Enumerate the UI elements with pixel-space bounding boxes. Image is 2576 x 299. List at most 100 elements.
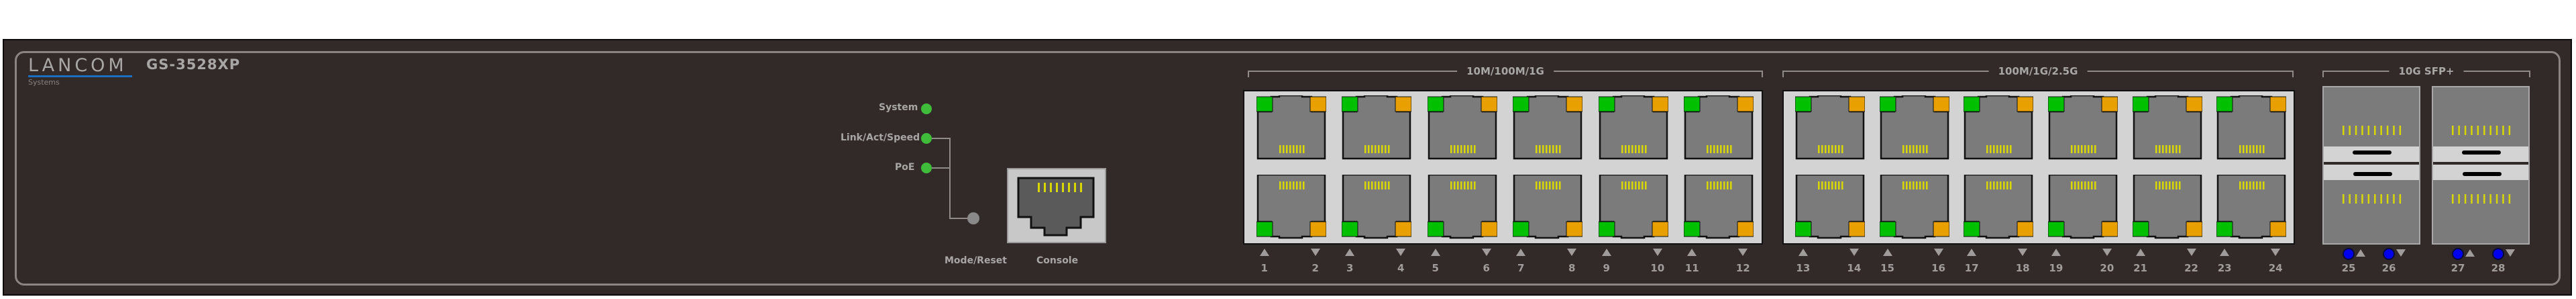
link-act-speed-led[interactable] <box>921 133 932 144</box>
activity-led <box>2269 96 2287 112</box>
rj45-jack-icon <box>1879 173 1949 239</box>
ethernet-port-20[interactable] <box>2047 173 2118 239</box>
brand-subtitle: Systems <box>28 78 60 87</box>
port-block-2 <box>1782 90 2295 245</box>
arrow-down-icon <box>1481 249 1491 256</box>
port-number: 12 <box>1735 262 1750 274</box>
arrow-up-icon <box>2356 249 2365 257</box>
mode-wire <box>949 218 968 219</box>
activity-led <box>1395 221 1412 237</box>
ethernet-port-21[interactable] <box>2132 94 2202 160</box>
arrow-down-icon <box>1652 249 1662 256</box>
ethernet-port-11[interactable] <box>1683 94 1754 160</box>
link-led <box>1963 96 1980 112</box>
port-block-1 <box>1243 90 1763 245</box>
activity-led <box>2101 96 2118 112</box>
link-led <box>1963 221 1980 237</box>
ethernet-port-17[interactable] <box>1963 94 2034 160</box>
link-led <box>1427 221 1444 237</box>
activity-led <box>1737 221 1754 237</box>
rj45-jack-icon <box>1963 94 2034 160</box>
sfp-port-27-led[interactable] <box>2452 248 2464 260</box>
sfp-port-28-led[interactable] <box>2492 248 2504 260</box>
ethernet-port-9[interactable] <box>1598 94 1669 160</box>
activity-led <box>1566 221 1583 237</box>
arrow-down-icon <box>1933 249 1943 256</box>
arrow-up-icon <box>1601 249 1611 256</box>
rj45-jack-icon <box>1341 94 1412 160</box>
arrow-down-icon <box>2396 249 2406 257</box>
rj45-jack-icon <box>2216 94 2287 160</box>
arrow-down-icon <box>1738 249 1748 256</box>
rj45-jack-icon <box>2047 94 2118 160</box>
arrow-up-icon <box>2465 249 2475 257</box>
rj45-jack-icon <box>2216 173 2287 239</box>
ethernet-port-1[interactable] <box>1256 94 1327 160</box>
ethernet-port-24[interactable] <box>2216 173 2287 239</box>
mode-reset-button[interactable] <box>967 212 979 224</box>
port-number: 6 <box>1483 262 1490 274</box>
console-port[interactable] <box>1007 168 1106 243</box>
mode-reset-label: Mode/Reset <box>945 255 1007 266</box>
ethernet-port-3[interactable] <box>1341 94 1412 160</box>
arrow-down-icon <box>1567 249 1577 256</box>
port-number: 16 <box>1931 262 1945 274</box>
ethernet-port-16[interactable] <box>1879 173 1949 239</box>
arrow-up-icon <box>1798 249 1808 256</box>
activity-led <box>1566 96 1583 112</box>
activity-led <box>1395 96 1412 112</box>
model-name: GS-3528XP <box>146 56 241 73</box>
group-bracket-sfp: 10G SFP+ <box>2322 65 2530 77</box>
poe-led[interactable] <box>921 163 932 173</box>
arrow-up-icon <box>2135 249 2145 256</box>
port-number: 22 <box>2184 262 2198 274</box>
sfp-port-26-led[interactable] <box>2383 248 2395 260</box>
port-number: 7 <box>1517 262 1525 274</box>
ethernet-port-6[interactable] <box>1427 173 1498 239</box>
rj45-jack-icon <box>1427 94 1498 160</box>
ethernet-port-5[interactable] <box>1427 94 1498 160</box>
link-act-speed-led-label: Link/Act/Speed <box>841 132 920 143</box>
arrow-up-icon <box>1687 249 1697 256</box>
link-led <box>2047 221 2065 237</box>
rj45-jack-icon <box>1683 173 1754 239</box>
arrow-up-icon <box>1516 249 1526 256</box>
port-number: 5 <box>1432 262 1439 274</box>
rj45-jack-icon <box>1794 173 1866 239</box>
port-number: 20 <box>2100 262 2114 274</box>
rj45-jack-icon <box>1341 173 1412 239</box>
mode-wire <box>932 138 950 139</box>
ethernet-port-23[interactable] <box>2216 94 2287 160</box>
ethernet-port-7[interactable] <box>1512 94 1583 160</box>
system-led[interactable] <box>921 103 932 114</box>
rj45-jack-icon <box>1963 173 2034 239</box>
ethernet-port-12[interactable] <box>1683 173 1754 239</box>
ethernet-port-13[interactable] <box>1794 94 1866 160</box>
arrow-up-icon <box>1345 249 1355 256</box>
ethernet-port-18[interactable] <box>1963 173 2034 239</box>
activity-led <box>2186 221 2202 237</box>
ethernet-port-8[interactable] <box>1512 173 1583 239</box>
ethernet-port-19[interactable] <box>2047 94 2118 160</box>
ethernet-port-14[interactable] <box>1794 173 1866 239</box>
group-bracket-1g: 10M/100M/1G <box>1248 65 1763 77</box>
ethernet-port-2[interactable] <box>1256 173 1327 239</box>
group-label: 10G SFP+ <box>2389 65 2464 77</box>
sfp-port-number: 26 <box>2381 262 2396 274</box>
activity-led <box>1848 221 1866 237</box>
sfp-port-number: 27 <box>2451 262 2465 274</box>
link-led <box>2216 96 2233 112</box>
brand-underline <box>28 75 132 77</box>
port-number: 13 <box>1796 262 1811 274</box>
sfp-slot-icon <box>2324 126 2419 204</box>
ethernet-port-15[interactable] <box>1879 94 1949 160</box>
rj45-jack-icon <box>2132 94 2202 160</box>
arrow-up-icon <box>2220 249 2230 256</box>
ethernet-port-22[interactable] <box>2132 173 2202 239</box>
group-label: 10M/100M/1G <box>1457 65 1554 77</box>
link-led <box>2047 96 2065 112</box>
sfp-port-25-led[interactable] <box>2343 248 2355 260</box>
ethernet-port-10[interactable] <box>1598 173 1669 239</box>
activity-led <box>1933 221 1949 237</box>
ethernet-port-4[interactable] <box>1341 173 1412 239</box>
